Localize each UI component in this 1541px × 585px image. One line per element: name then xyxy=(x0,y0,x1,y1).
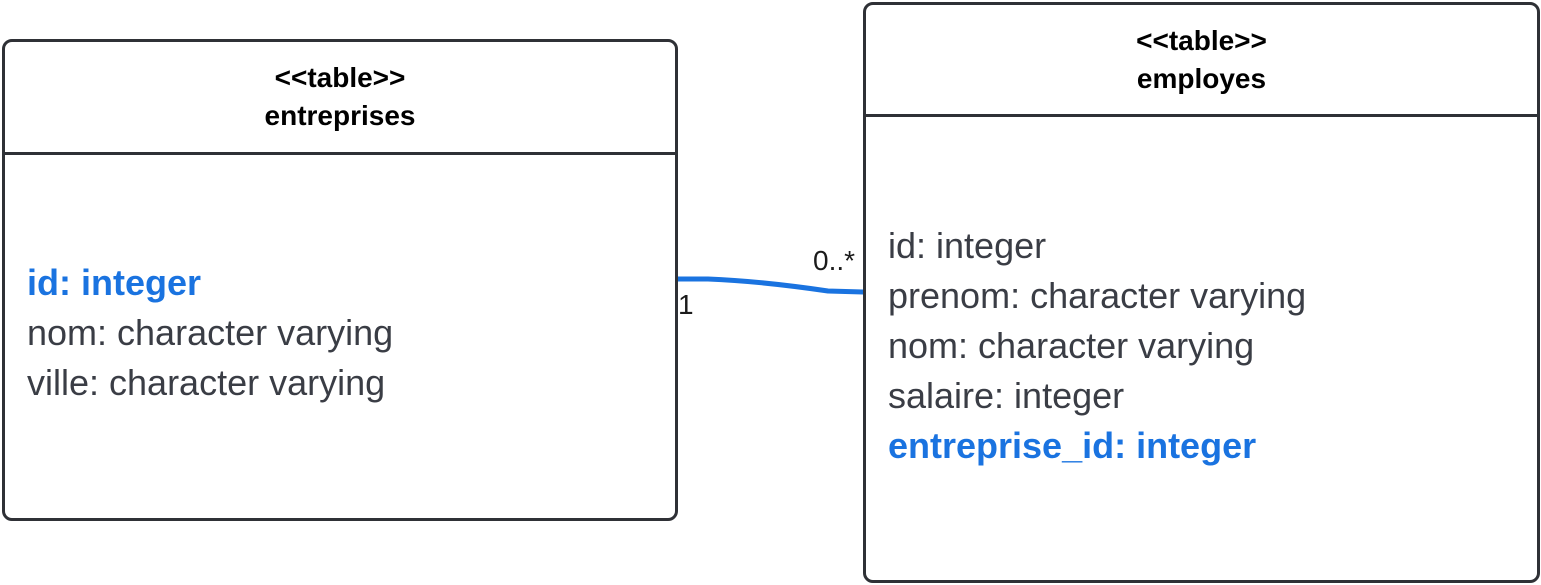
attribute-entreprises-ville[interactable]: ville: character varying xyxy=(27,362,386,403)
table-employes[interactable]: <<table>> employes id: integer prenom: c… xyxy=(863,2,1540,583)
table-entreprises-name: entreprises xyxy=(264,100,416,131)
attribute-employes-entreprise-id[interactable]: entreprise_id: integer xyxy=(888,425,1257,466)
attribute-employes-id[interactable]: id: integer xyxy=(888,225,1047,266)
table-employes-attributes: id: integer prenom: character varying no… xyxy=(888,221,1527,471)
table-entreprises-stereotype: <<table>> xyxy=(274,62,406,93)
table-entreprises-attributes: id: integer nom: character varying ville… xyxy=(27,258,665,408)
relation-line[interactable] xyxy=(675,276,866,295)
table-employes-name: employes xyxy=(1136,62,1267,94)
attribute-employes-nom[interactable]: nom: character varying xyxy=(888,325,1255,366)
attribute-entreprises-nom[interactable]: nom: character varying xyxy=(27,312,394,353)
attribute-employes-prenom[interactable]: prenom: character varying xyxy=(888,275,1307,316)
attribute-employes-salaire[interactable]: salaire: integer xyxy=(888,375,1125,416)
multiplicity-to: 0..* xyxy=(813,245,856,276)
multiplicity-from: 1 xyxy=(678,289,694,320)
table-employes-header: <<table>> employes xyxy=(866,5,1537,117)
attribute-entreprises-id[interactable]: id: integer xyxy=(27,262,202,303)
table-employes-stereotype: <<table>> xyxy=(1136,24,1267,56)
table-entreprises-header: <<table>> entreprises xyxy=(5,42,675,155)
table-entreprises[interactable]: <<table>> entreprises id: integer nom: c… xyxy=(2,39,678,521)
